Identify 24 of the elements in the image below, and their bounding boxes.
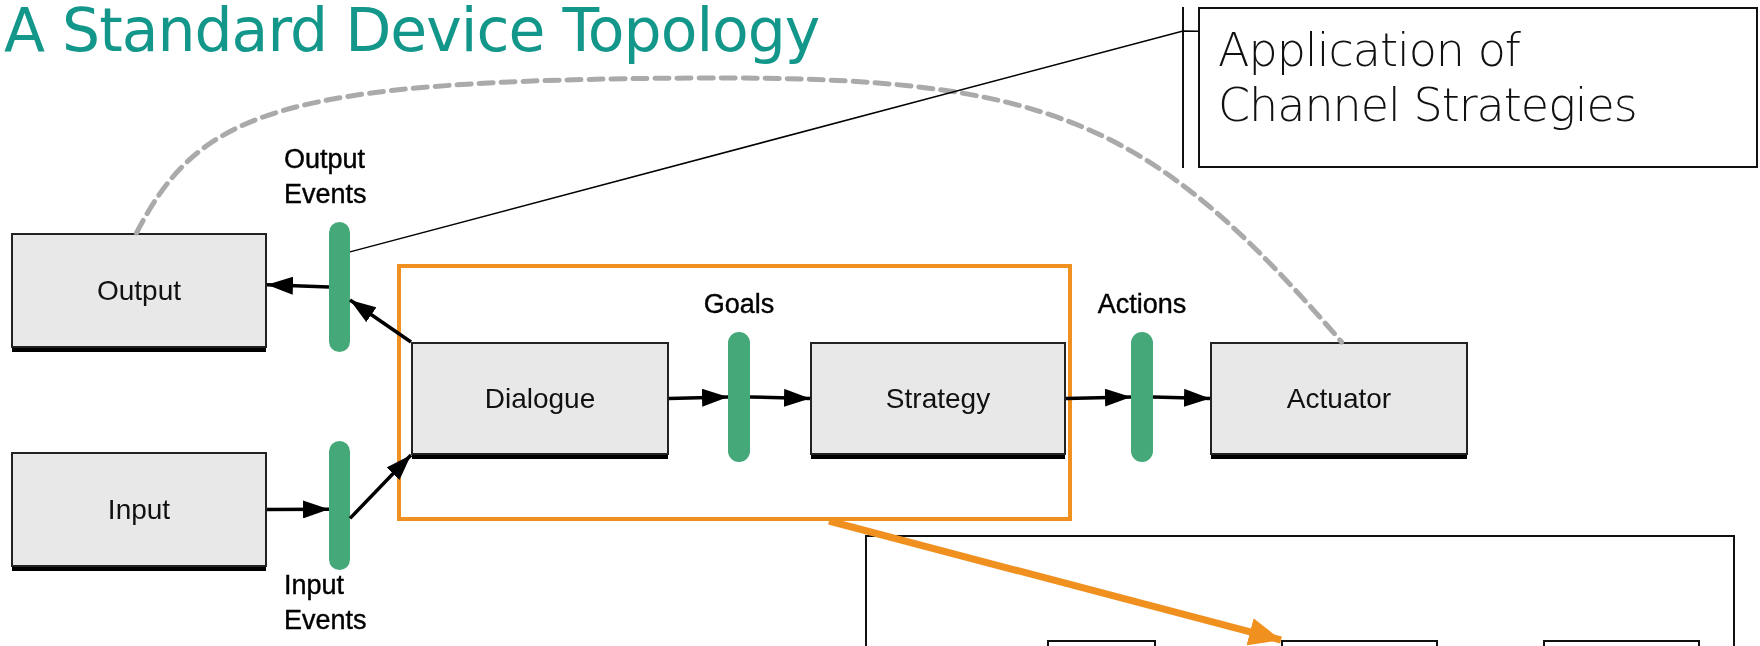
arrow	[749, 388, 811, 407]
box-label: Strategy	[885, 382, 991, 415]
channel-label: Input Events	[284, 569, 368, 638]
leader-line	[349, 30, 1199, 253]
arrow	[267, 500, 329, 519]
channel-label: Output Events	[284, 142, 368, 211]
arrow	[348, 453, 413, 520]
arrow	[668, 388, 729, 407]
box-label: Dialogue	[484, 382, 596, 415]
box-label: Input	[107, 493, 171, 526]
arrow	[349, 298, 412, 344]
channel-label: Actions	[1097, 287, 1187, 321]
channel-label: Goals	[703, 287, 775, 321]
highlight-frame	[397, 264, 1072, 521]
inset-frame	[865, 535, 1735, 646]
callout-box	[1198, 7, 1758, 168]
arrow	[828, 517, 1282, 646]
callout-text: Application of Channel Strategies	[1218, 23, 1638, 134]
dashed-connector	[133, 75, 1345, 345]
arrow	[266, 276, 330, 295]
arrow	[1065, 388, 1132, 407]
box-label: Output	[96, 274, 182, 307]
box-label: Actuator	[1286, 382, 1392, 415]
arrow	[1152, 388, 1211, 407]
